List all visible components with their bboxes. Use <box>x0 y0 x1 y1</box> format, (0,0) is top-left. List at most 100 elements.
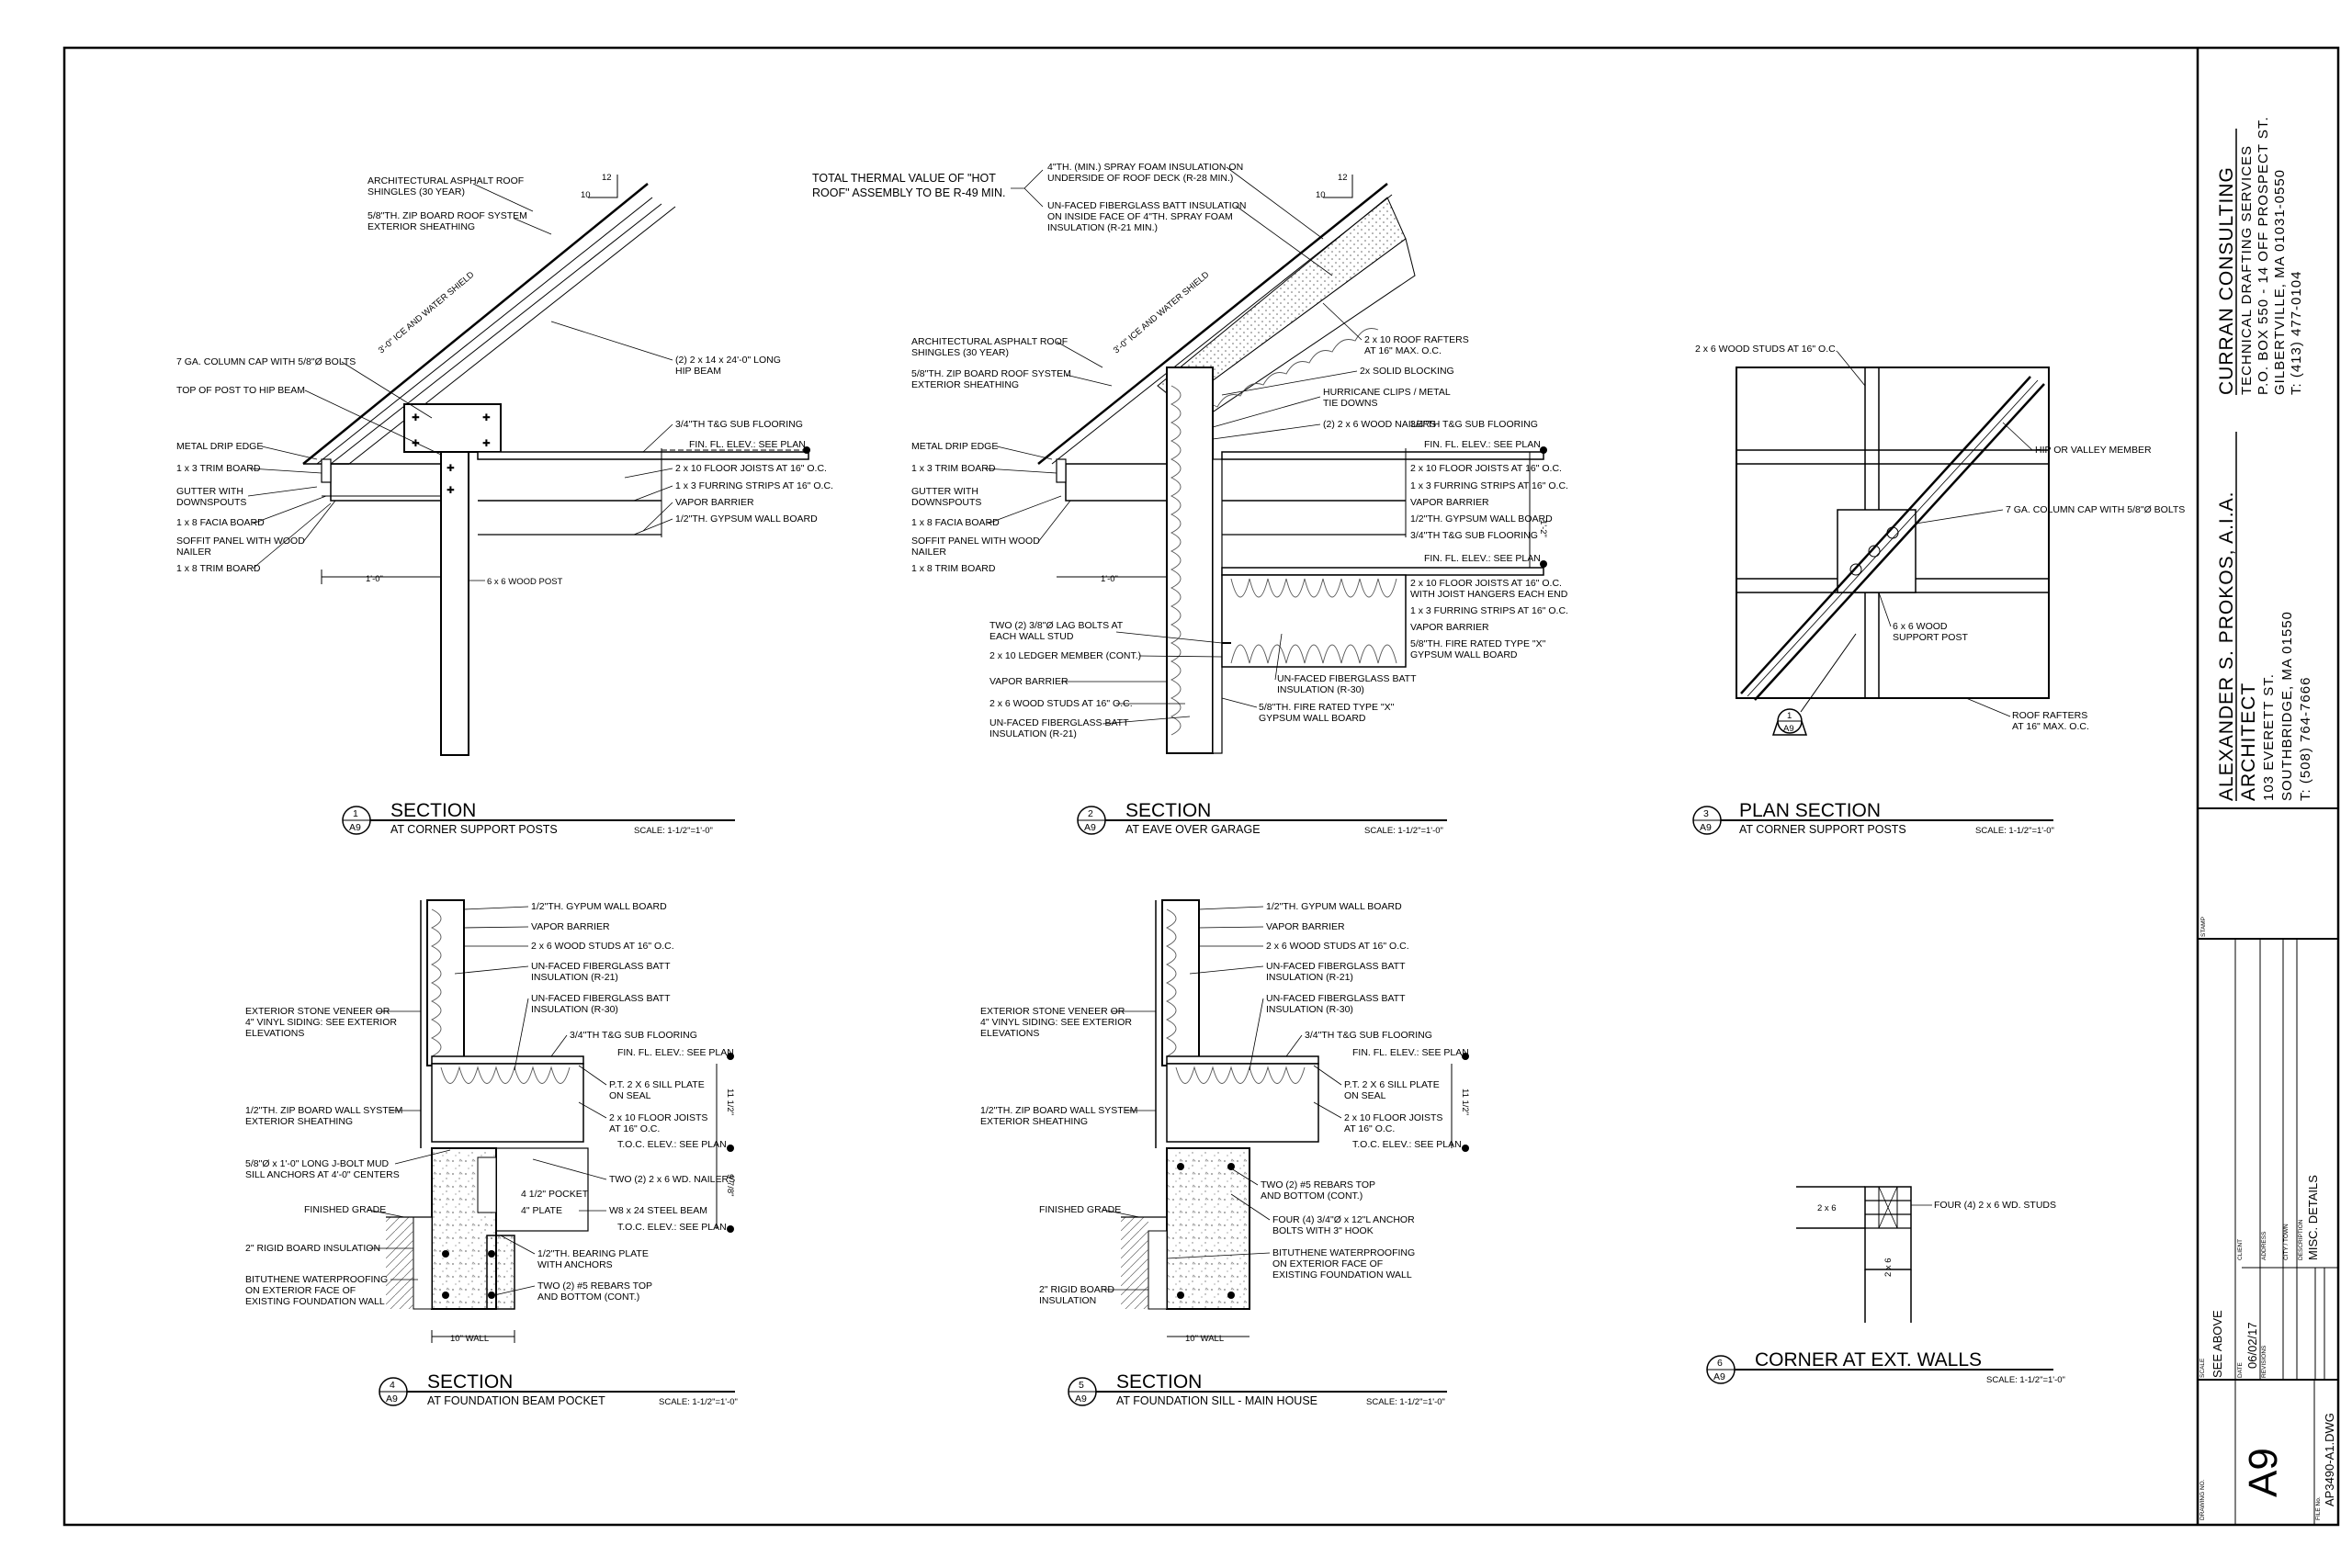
tb-drawing-value: A9 <box>2241 1448 2286 1497</box>
d2-b2: 5/8"TH. FIRE RATED TYPE "X" <box>1259 702 1395 713</box>
tb-drawing-label: DRAWING NO. <box>2199 1479 2206 1520</box>
d4-l4: FINISHED GRADE <box>304 1204 386 1215</box>
d2-r15: VAPOR BARRIER <box>1410 622 1489 633</box>
d3-postb: SUPPORT POST <box>1893 632 1968 643</box>
d6-v: 2 x 6 <box>1883 1258 1894 1277</box>
d3-rafters: ROOF RAFTERS <box>2012 710 2087 721</box>
d2-t1: 4"TH. (MIN.) SPRAY FOAM INSULATION ON <box>1047 162 1243 173</box>
d2-r3b: TIE DOWNS <box>1323 398 1378 409</box>
d4-l5: 2" RIGID BOARD INSULATION <box>245 1243 380 1254</box>
d4-r17b: AND BOTTOM (CONT.) <box>537 1292 639 1303</box>
d5-subtitle: AT FOUNDATION SILL - MAIN HOUSE <box>1116 1394 1317 1407</box>
d4-l6: BITUTHENE WATERPROOFING <box>245 1274 388 1285</box>
tb-address-label: ADDRESS <box>2261 1231 2267 1260</box>
d4-r12: 4 1/2" POCKET <box>521 1189 589 1200</box>
d5-l2b: EXTERIOR SHEATHING <box>980 1116 1088 1127</box>
d5-r4b: INSULATION (R-21) <box>1266 972 1353 983</box>
d5-r12b: BOLTS WITH 3" HOOK <box>1272 1225 1374 1236</box>
d2-ice: 3'-0" ICE AND WATER SHIELD <box>1112 270 1212 356</box>
d1-l2b: EXTERIOR SHEATHING <box>368 221 475 232</box>
d3-raftersb: AT 16" MAX. O.C. <box>2012 721 2089 732</box>
d2-r5: 3/4"TH T&G SUB FLOORING <box>1410 419 1538 430</box>
d1-number: 1 <box>353 808 358 819</box>
d1-l7: GUTTER WITH <box>176 486 243 497</box>
d2-r16: 5/8"TH. FIRE RATED TYPE "X" <box>1410 638 1546 649</box>
detail-1: 10 12 ✚✚ ✚✚ ✚✚ 1'-0" 6 x 6 WOOD POST 3'-… <box>176 173 833 836</box>
d4-l1c: ELEVATIONS <box>245 1028 304 1039</box>
d4-l6b: ON EXTERIOR FACE OF <box>245 1285 356 1296</box>
d1-l5: METAL DRIP EDGE <box>176 441 263 452</box>
d5-l2: 1/2"TH. ZIP BOARD WALL SYSTEM <box>980 1105 1137 1116</box>
tb-firm-line-3: T: (413) 477-0104 <box>2289 271 2304 395</box>
d5-r4: UN-FACED FIBERGLASS BATT <box>1266 961 1406 972</box>
d2-l1b: SHINGLES (30 YEAR) <box>911 347 1009 358</box>
d5-l5: 2" RIGID BOARD <box>1039 1284 1114 1295</box>
d2-thermal: TOTAL THERMAL VALUE OF "HOT <box>812 172 996 185</box>
d5-v1: 11 1/2" <box>1460 1089 1470 1115</box>
tb-scale-label: SCALE <box>2199 1358 2206 1378</box>
d1-r6: VAPOR BARRIER <box>675 497 754 508</box>
tb-scale-value: SEE ABOVE <box>2211 1310 2224 1378</box>
tb-firm: CURRAN CONSULTING <box>2216 166 2237 395</box>
svg-text:✚: ✚ <box>482 412 491 423</box>
d4-r3: 2 x 6 WOOD STUDS AT 16" O.C. <box>531 941 674 952</box>
d4-r7: FIN. FL. ELEV.: SEE PLAN <box>617 1047 734 1058</box>
d5-r5: UN-FACED FIBERGLASS BATT <box>1266 993 1406 1004</box>
d5-r11b: AND BOTTOM (CONT.) <box>1261 1190 1363 1201</box>
d2-t2b: ON INSIDE FACE OF 4"TH. SPRAY FOAM <box>1047 211 1233 222</box>
d1-r1b: HIP BEAM <box>675 366 721 377</box>
d1-post: 6 x 6 WOOD POST <box>487 577 563 587</box>
tb-architect-line-0: 103 EVERETT ST. <box>2261 673 2277 801</box>
d5-scale: SCALE: 1-1/2"=1'-0" <box>1366 1397 1445 1407</box>
d4-l2b: EXTERIOR SHEATHING <box>245 1116 353 1127</box>
d4-r8b: ON SEAL <box>609 1090 651 1101</box>
d4-r8: P.T. 2 X 6 SILL PLATE <box>609 1079 705 1090</box>
d2-l9b: NAILER <box>911 547 946 558</box>
d4-r5: UN-FACED FIBERGLASS BATT <box>531 993 671 1004</box>
d4-r16b: WITH ANCHORS <box>537 1259 613 1270</box>
d2-r13b: WITH JOIST HANGERS EACH END <box>1410 589 1568 600</box>
d2-r6: FIN. FL. ELEV.: SEE PLAN <box>1424 439 1541 450</box>
d5-title: SECTION <box>1116 1371 1202 1393</box>
d4-l1: EXTERIOR STONE VENEER OR <box>245 1006 390 1017</box>
d3-post: 6 x 6 WOOD <box>1893 621 1948 632</box>
d1-r4: 2 x 10 FLOOR JOISTS AT 16" O.C. <box>675 463 827 474</box>
d4-r5b: INSULATION (R-30) <box>531 1004 618 1015</box>
d2-r11: 3/4"TH T&G SUB FLOORING <box>1410 530 1538 541</box>
d1-l1: ARCHITECTURAL ASPHALT ROOF <box>368 175 524 186</box>
d4-r9b: AT 16" O.C. <box>609 1123 660 1134</box>
d3-number: 3 <box>1703 808 1709 819</box>
d5-sheet: A9 <box>1075 1393 1087 1404</box>
d1-r3: FIN. FL. ELEV.: SEE PLAN <box>689 439 806 450</box>
d6-studs: FOUR (4) 2 x 6 WD. STUDS <box>1934 1200 2056 1211</box>
d2-subtitle: AT EAVE OVER GARAGE <box>1125 823 1261 836</box>
d1-title: SECTION <box>390 800 476 821</box>
d5-l1b: 4" VINYL SIDING: SEE EXTERIOR <box>980 1017 1132 1028</box>
detail-5: 11 1/2" 10" WALL 1/2"TH. GYPUM WALL BOAR… <box>980 899 1470 1407</box>
d3-studs: 2 x 6 WOOD STUDS AT 16" O.C. <box>1695 344 1838 355</box>
d5-r13b: ON EXTERIOR FACE OF <box>1272 1258 1383 1269</box>
d5-number: 5 <box>1079 1380 1084 1391</box>
d6-sheet: A9 <box>1713 1371 1725 1382</box>
d2-l12: 2 x 10 LEDGER MEMBER (CONT.) <box>989 650 1141 661</box>
d2-r8: 1 x 3 FURRING STRIPS AT 16" O.C. <box>1410 480 1568 491</box>
d6-scale: SCALE: 1-1/2"=1'-0" <box>1986 1375 2065 1385</box>
d4-r15: T.O.C. ELEV.: SEE PLAN <box>617 1222 727 1233</box>
d5-l1: EXTERIOR STONE VENEER OR <box>980 1006 1125 1017</box>
d5-wall: 10" WALL <box>1185 1334 1224 1344</box>
tb-city-label: CITY / TOWN <box>2283 1224 2290 1260</box>
d4-r9: 2 x 10 FLOOR JOISTS <box>609 1112 707 1123</box>
d1-l8: 1 x 8 FACIA BOARD <box>176 517 265 528</box>
d2-l13: VAPOR BARRIER <box>989 676 1069 687</box>
detail-4: 11 1/2" 9 7/8" 10" WALL 1/2"TH. GYPUM WA… <box>245 899 738 1407</box>
d3-title: PLAN SECTION <box>1739 800 1881 821</box>
d4-r2: VAPOR BARRIER <box>531 921 610 932</box>
d5-r5b: INSULATION (R-30) <box>1266 1004 1353 1015</box>
d2-l15: UN-FACED FIBERGLASS BATT <box>989 717 1129 728</box>
d2-l15b: INSULATION (R-21) <box>989 728 1077 739</box>
d5-r2: VAPOR BARRIER <box>1266 921 1345 932</box>
d2-r7: 2 x 10 FLOOR JOISTS AT 16" O.C. <box>1410 463 1562 474</box>
d2-l5: METAL DRIP EDGE <box>911 441 998 452</box>
d5-r8: P.T. 2 X 6 SILL PLATE <box>1344 1079 1440 1090</box>
d2-r16b: GYPSUM WALL BOARD <box>1410 649 1518 660</box>
